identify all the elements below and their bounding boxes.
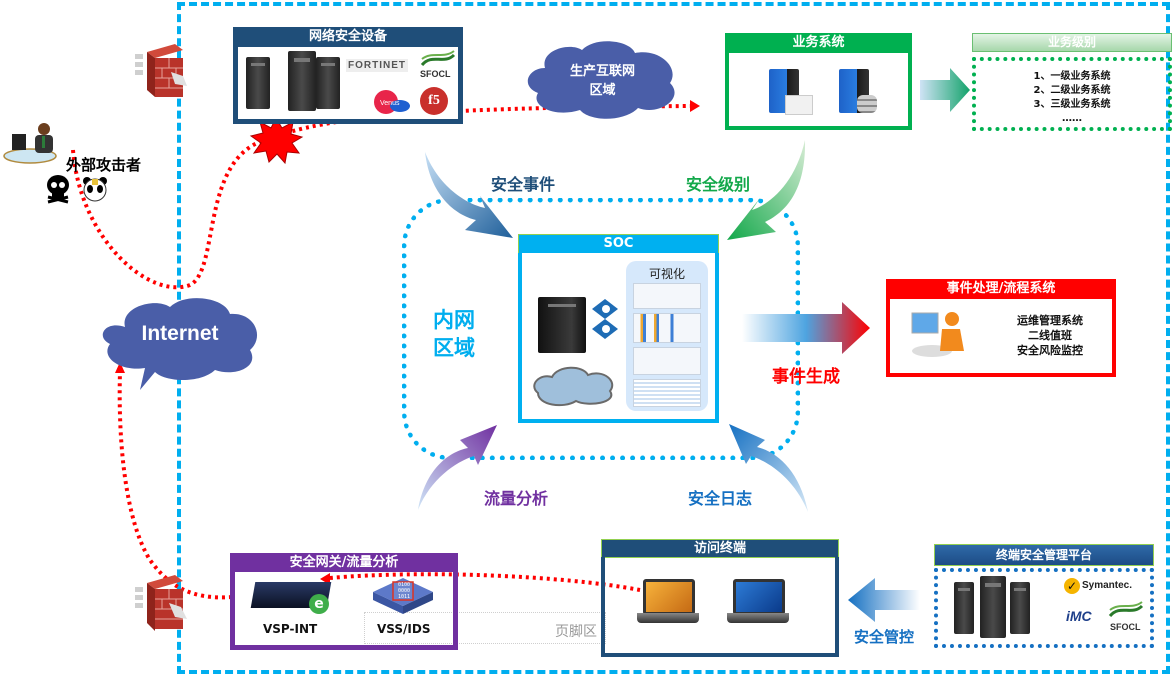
business-level-item: 3、三级业务系统 <box>1033 99 1111 110</box>
visualization-label: 可视化 <box>648 267 685 281</box>
access-terminal-title: 访问终端 <box>601 539 839 558</box>
database-icon <box>857 95 877 113</box>
network-security-devices-box: 网络安全设备 FORTINET SFOCL Venus f5 <box>233 27 463 124</box>
security-events-label: 安全事件 <box>491 175 556 194</box>
endpoint-security-title: 终端安全管理平台 <box>934 544 1154 566</box>
security-level-label: 安全级别 <box>686 175 751 194</box>
server-rack-icon <box>316 57 340 109</box>
footer-placeholder-box: 页脚区 <box>364 612 606 644</box>
symantec-check-icon: ✓ <box>1064 578 1080 594</box>
app-grid-icon <box>785 95 813 115</box>
security-control-label: 安全管控 <box>854 628 915 646</box>
traffic-analysis-label: 流量分析 <box>484 489 549 508</box>
business-level-item: 1、一级业务系统 <box>1033 71 1111 82</box>
security-gateway-title: 安全网关/流量分析 <box>230 553 458 572</box>
internet-cloud: Internet <box>95 292 265 392</box>
table-thumbnail <box>633 379 701 407</box>
business-levels-box: 业务级别 1、一级业务系统 2、二级业务系统 3、三级业务系统 …… <box>972 33 1172 131</box>
footer-placeholder-text: 页脚区 <box>555 624 597 640</box>
firewall-icon-top <box>135 42 190 97</box>
production-internet-cloud: 生产互联网 区域 <box>520 38 685 120</box>
security-logs-label: 安全日志 <box>688 489 753 508</box>
laptop-icon <box>733 579 785 615</box>
attacker-label: 外部攻击者 <box>66 156 142 174</box>
visualization-panel: 可视化 <box>626 261 708 411</box>
vss-ids-label: VSS/IDS <box>377 622 431 636</box>
event-processing-title: 事件处理/流程系统 <box>886 279 1116 299</box>
server-rack-icon <box>246 57 270 109</box>
server-rack-icon <box>288 51 316 111</box>
intranet-zone-line2: 区域 <box>433 336 475 360</box>
browser-e-icon: e <box>309 594 329 614</box>
intranet-zone-line1: 内网 <box>433 308 475 332</box>
event-processing-item: 二线值班 <box>1028 329 1072 342</box>
pie-chart-thumbnail <box>633 347 701 375</box>
hacker-at-desk-icon <box>2 120 62 165</box>
panda-icon <box>82 175 108 203</box>
venus-logo: Venus <box>368 87 412 117</box>
access-terminal-box: 访问终端 <box>601 539 839 657</box>
business-level-item: …… <box>1062 113 1082 124</box>
bar-chart-thumbnail <box>633 313 701 343</box>
event-processing-item: 安全风险监控 <box>1017 344 1083 357</box>
network-security-title: 网络安全设备 <box>233 27 463 47</box>
soc-server-icon <box>538 297 586 353</box>
soc-cloud-icon <box>528 363 618 407</box>
internet-label: Internet <box>141 322 219 345</box>
server-rack-icon <box>980 576 1006 638</box>
svg-text:Venus: Venus <box>380 100 400 107</box>
business-levels-title: 业务级别 <box>972 33 1172 52</box>
fortinet-logo: FORTINET <box>346 59 408 72</box>
dashboard-thumbnail <box>633 283 701 309</box>
event-processing-item: 运维管理系统 <box>1017 314 1083 327</box>
imc-logo: iMC <box>1066 608 1092 624</box>
soc-box: SOC 可视化 <box>518 234 719 423</box>
operator-at-computer-icon <box>910 307 970 367</box>
production-cloud-line2: 区域 <box>589 83 616 98</box>
skull-icon <box>46 175 70 204</box>
vsp-int-label: VSP-INT <box>263 622 318 636</box>
sfocl-logo: SFOCL <box>1108 600 1144 640</box>
event-generation-label: 事件生成 <box>772 367 840 387</box>
business-level-item: 2、二级业务系统 <box>1033 85 1111 96</box>
sfocl-logo: SFOCL <box>420 50 456 83</box>
soc-connector-icon <box>592 299 618 341</box>
laptop-icon <box>643 579 695 615</box>
business-system-title: 业务系统 <box>725 33 912 53</box>
production-cloud-line1: 生产互联网 <box>569 64 635 79</box>
f5-logo: f5 <box>420 87 448 115</box>
endpoint-security-platform-box: 终端安全管理平台 ✓ Symantec. iMC SFOCL <box>934 544 1154 648</box>
symantec-logo: Symantec. <box>1082 580 1133 591</box>
server-rack-icon <box>954 582 974 634</box>
firewall-icon-bottom <box>135 573 190 633</box>
server-rack-icon <box>1010 582 1030 634</box>
event-processing-box: 事件处理/流程系统 运维管理系统 二线值班 安全风险监控 <box>886 279 1116 377</box>
business-system-box: 业务系统 <box>725 33 912 130</box>
soc-title: SOC <box>518 234 719 254</box>
